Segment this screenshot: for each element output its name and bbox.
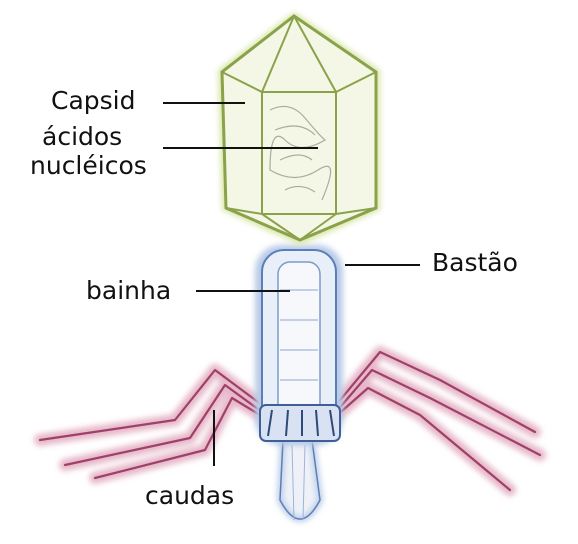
sheath bbox=[255, 245, 343, 445]
label-nucleic-acids-line1: ácidos bbox=[42, 123, 147, 152]
label-bainha: bainha bbox=[86, 277, 171, 306]
capsid bbox=[218, 12, 380, 245]
label-nucleic-acids: ácidos nucléicos bbox=[42, 123, 147, 181]
label-bastao: Bastão bbox=[432, 249, 518, 278]
tail-spike bbox=[280, 440, 320, 520]
label-caudas: caudas bbox=[145, 482, 234, 511]
label-capsid: Capsid bbox=[51, 87, 136, 116]
label-nucleic-acids-line2: nucléicos bbox=[30, 152, 147, 181]
